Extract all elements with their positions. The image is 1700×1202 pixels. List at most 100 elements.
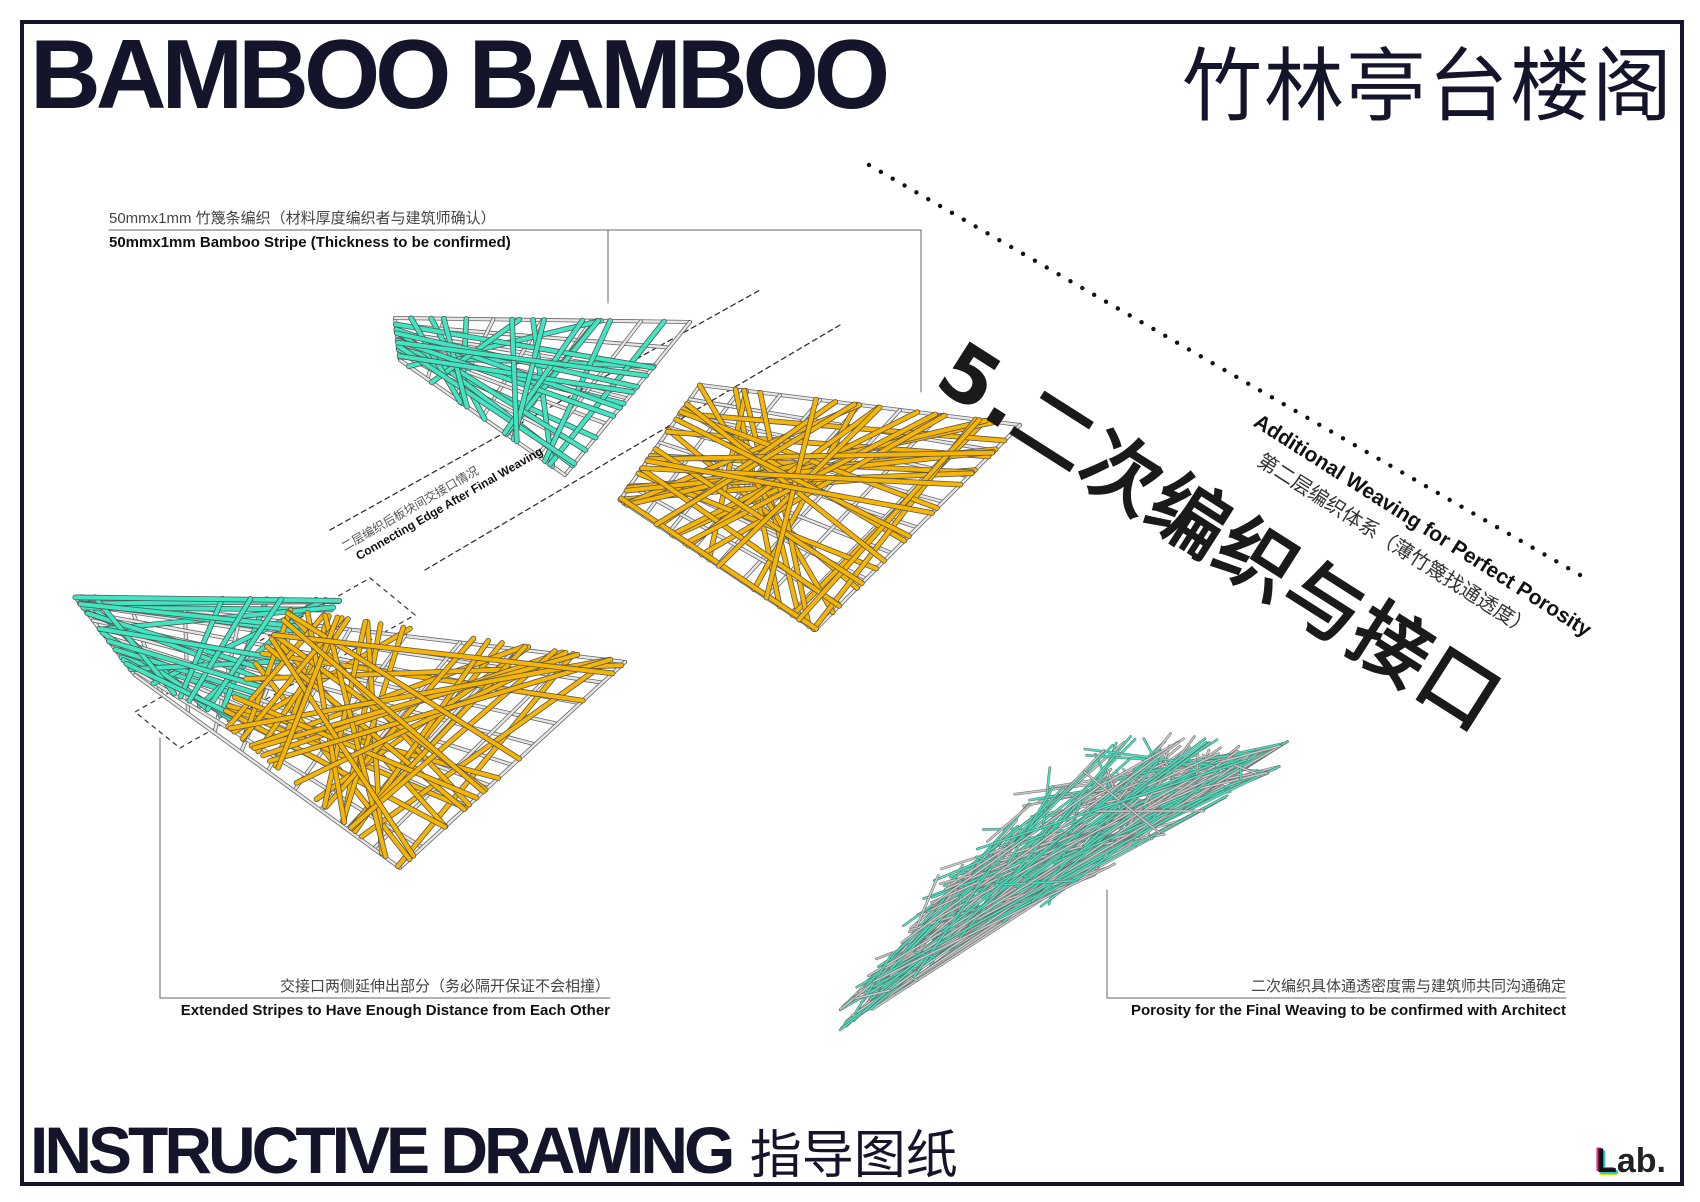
porosity-label-en: Porosity for the Final Weaving to be con…: [1130, 1002, 1566, 1019]
title-en: BAMBOO BAMBOO: [30, 19, 890, 129]
dome-stripe: [1113, 798, 1140, 821]
dotted-line-dot: [1447, 497, 1452, 503]
dotted-line-dot: [985, 231, 990, 236]
dome-stripe: [1219, 745, 1281, 763]
yellow-stripe: [252, 652, 580, 751]
stripe-label-cn: 50mmx1mm 竹篾条编织（材料厚度编织者与建筑师确认）: [109, 210, 496, 227]
dome-stripe: [889, 744, 1282, 977]
footer-title: INSTRUCTIVE DRAWING 指导图纸: [30, 1112, 958, 1188]
dotted-line-dot: [1163, 333, 1168, 339]
dotted-line-dot: [878, 169, 884, 175]
page-frame: [20, 20, 1684, 1186]
teal-stripe: [78, 602, 317, 631]
dome-stripe: [933, 764, 1212, 882]
dotted-line-dot: [1281, 401, 1286, 407]
dome-stripe: [932, 765, 1216, 922]
yellow-stripe: [699, 413, 947, 557]
dome-stripe: [875, 790, 1220, 980]
dotted-line-dot: [1257, 388, 1263, 393]
dotted-line-dot: [1554, 559, 1559, 564]
dotted-line-dot: [1032, 258, 1038, 263]
dotted-line-dot: [1091, 292, 1097, 298]
yellow-stripe: [395, 651, 576, 869]
yellow-stripe: [272, 632, 615, 676]
dome-overview: [838, 732, 1289, 1032]
dotted-line-dot: [961, 217, 966, 222]
dotted-line-dot: [1565, 565, 1571, 571]
lab-logo: Lab.: [1596, 1142, 1666, 1180]
yellow-stripe: [264, 644, 467, 812]
dotted-line-dot: [1328, 429, 1334, 434]
dome-stripe: [914, 951, 936, 959]
yellow-stripe: [241, 608, 293, 742]
dotted-line-dot: [1388, 463, 1393, 468]
dome-stripe: [923, 793, 1171, 951]
dotted-line-dot: [1518, 538, 1523, 544]
dotted-line-dot: [926, 196, 931, 202]
dotted-line-dot: [1210, 360, 1215, 366]
dotted-line-dot: [1246, 381, 1251, 386]
dotted-line-dot: [1186, 347, 1192, 352]
dotted-line-dot: [1435, 490, 1441, 496]
dotted-line-dot: [1400, 470, 1405, 475]
teal-stripe: [510, 317, 519, 444]
module-top-right-yellow: [617, 382, 1022, 632]
dotted-line-dot: [1198, 354, 1204, 359]
structure-bar: [133, 673, 402, 870]
dotted-line-dot: [1222, 367, 1227, 373]
dotted-line-dot: [890, 176, 895, 181]
dotted-line-dot: [1103, 299, 1109, 304]
dome-stripe: [1147, 752, 1220, 787]
dotted-line-dot: [1471, 511, 1476, 516]
dotted-line-dot: [1423, 483, 1429, 489]
teal-stripe: [97, 626, 288, 662]
dotted-line-dot: [1577, 572, 1583, 578]
dome-stripe: [916, 874, 940, 928]
dotted-line-dot: [1068, 278, 1073, 284]
footer-title-cn: 指导图纸: [749, 1126, 958, 1186]
yellow-stripe: [764, 397, 818, 600]
yellow-stripe: [639, 466, 842, 608]
dotted-line-dot: [902, 183, 907, 188]
dotted-line-dot: [1151, 326, 1156, 332]
stripe-label-en: 50mmx1mm Bamboo Stripe (Thickness to be …: [109, 234, 511, 251]
dotted-line-dot: [866, 162, 872, 168]
dome-stripe: [986, 804, 1031, 843]
dotted-line-dot: [937, 203, 943, 209]
porosity-label: 二次编织具体通透密度需与建筑师共同沟通确定 Porosity for the F…: [1131, 975, 1566, 1019]
structure-bar: [398, 660, 627, 870]
yellow-stripe: [340, 625, 406, 824]
yellow-stripe: [269, 636, 416, 858]
porosity-label-cn: 二次编织具体通透密度需与建筑师共同沟通确定: [1250, 978, 1566, 995]
title-cn: 竹林亭台楼阁: [1182, 40, 1674, 133]
dotted-line-dot: [1376, 456, 1381, 462]
dashed-edge-line: [424, 324, 841, 571]
extended-label-en: Extended Stripes to Have Enough Distance…: [180, 1002, 610, 1019]
dotted-line-dot: [1459, 504, 1464, 509]
module-combined: [72, 594, 627, 870]
dotted-line-dot: [1494, 524, 1500, 530]
teal-stripe: [393, 322, 655, 370]
dotted-line-dot: [1080, 285, 1085, 291]
dome-stripe: [876, 744, 1114, 984]
teal-stripe: [124, 661, 237, 718]
dotted-line-dot: [1115, 306, 1121, 311]
dome-stripe: [973, 785, 1055, 923]
dome-stripe: [873, 863, 1116, 983]
teal-stripe: [395, 340, 649, 378]
structure-bar: [372, 654, 572, 850]
dotted-line-dot: [1352, 442, 1358, 448]
dotted-line-dot: [1056, 272, 1061, 277]
dome-stripe: [930, 783, 1207, 904]
dotted-line-dot: [1139, 319, 1144, 325]
dome-stripe: [976, 759, 1248, 850]
yellow-stripe: [646, 450, 995, 462]
module-top-left-teal: [392, 315, 692, 477]
dotted-line-dot: [1340, 436, 1346, 441]
dome-stripe: [942, 758, 1159, 933]
dotted-line-dot: [1293, 408, 1298, 414]
teal-stripe: [396, 343, 577, 466]
dotted-line-dot: [1411, 477, 1417, 482]
dotted-line-dot: [1506, 531, 1512, 537]
